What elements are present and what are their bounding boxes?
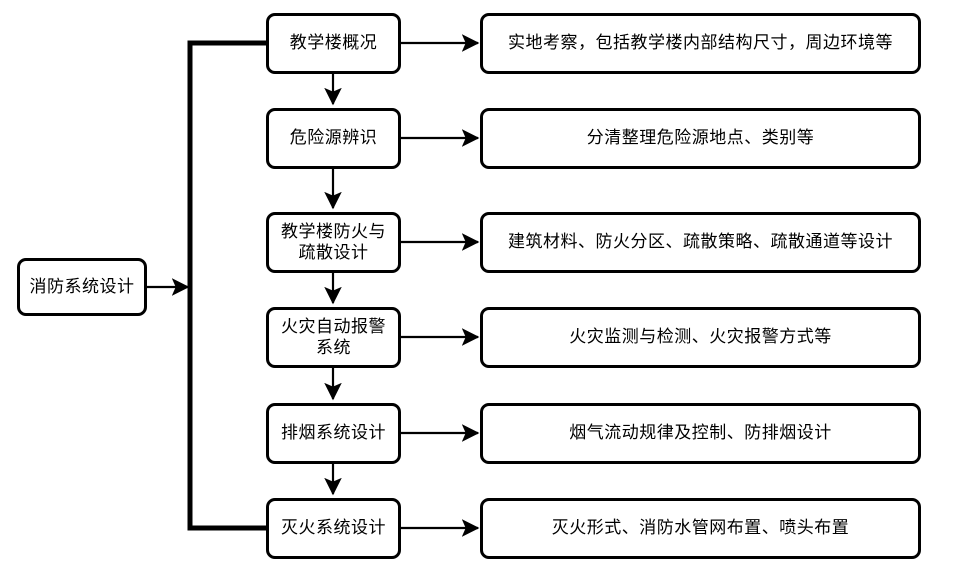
node-stage-5[interactable]: 排烟系统设计 (266, 403, 401, 464)
node-detail-4[interactable]: 火灾监测与检测、火灾报警方式等 (480, 307, 921, 368)
node-label: 分清整理危险源地点、类别等 (586, 128, 815, 148)
node-detail-3[interactable]: 建筑材料、防火分区、疏散策略、疏散通道等设计 (480, 212, 921, 273)
node-stage-6[interactable]: 灭火系统设计 (266, 498, 401, 559)
node-stage-3[interactable]: 教学楼防火与 疏散设计 (266, 212, 401, 273)
node-detail-2[interactable]: 分清整理危险源地点、类别等 (480, 108, 921, 169)
node-detail-1[interactable]: 实地考察，包括教学楼内部结构尺寸，周边环境等 (480, 13, 921, 74)
bracket-spine (187, 40, 271, 531)
node-stage-1[interactable]: 教学楼概况 (266, 13, 401, 74)
node-label: 实地考察，包括教学楼内部结构尺寸，周边环境等 (508, 33, 893, 53)
node-label: 危险源辨识 (289, 128, 378, 148)
node-detail-5[interactable]: 烟气流动规律及控制、防排烟设计 (480, 403, 921, 464)
node-label: 建筑材料、防火分区、疏散策略、疏散通道等设计 (508, 232, 893, 252)
node-label: 火灾自动报警 系统 (281, 317, 386, 357)
node-detail-6[interactable]: 灭火形式、消防水管网布置、喷头布置 (480, 498, 921, 559)
node-label: 灭火形式、消防水管网布置、喷头布置 (551, 518, 850, 538)
node-label: 火灾监测与检测、火灾报警方式等 (569, 327, 832, 347)
node-label: 烟气流动规律及控制、防排烟设计 (569, 423, 832, 443)
node-label: 灭火系统设计 (281, 518, 386, 538)
node-label: 排烟系统设计 (281, 423, 386, 443)
node-label: 消防系统设计 (29, 276, 135, 296)
node-label: 教学楼防火与 疏散设计 (281, 222, 386, 262)
node-stage-4[interactable]: 火灾自动报警 系统 (266, 307, 401, 368)
node-fire-protection-system-design[interactable]: 消防系统设计 (17, 258, 147, 316)
node-label: 教学楼概况 (289, 33, 378, 53)
node-stage-2[interactable]: 危险源辨识 (266, 108, 401, 169)
